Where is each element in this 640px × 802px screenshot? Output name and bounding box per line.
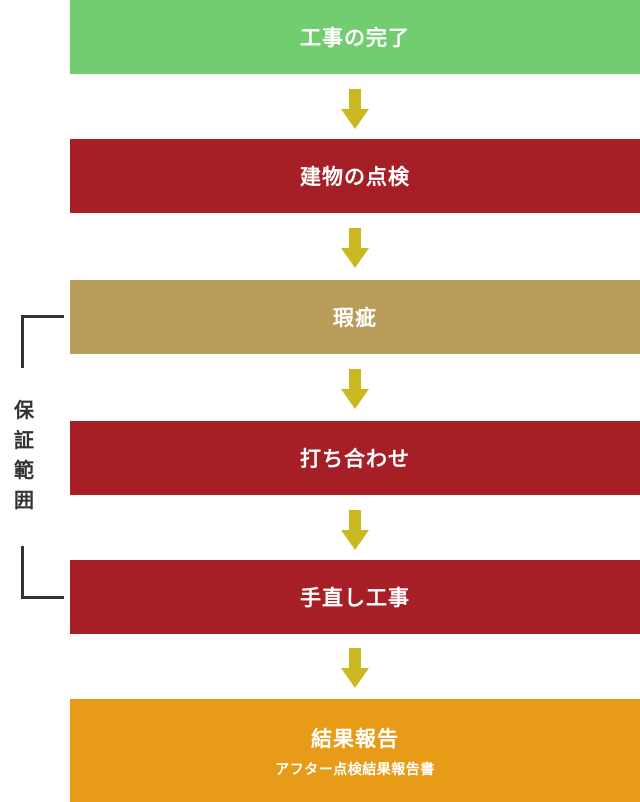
- step-meeting: 打ち合わせ: [70, 421, 640, 495]
- scope-char: 証: [14, 428, 34, 452]
- step-defect: 瑕疵: [70, 280, 640, 354]
- down-arrow-icon: [341, 369, 369, 409]
- warranty-scope-label: 保 証 範 囲: [7, 395, 41, 515]
- step-building-inspection: 建物の点検: [70, 139, 640, 213]
- step-sublabel: アフター点検結果報告書: [275, 761, 435, 778]
- step-label: 結果報告: [311, 726, 399, 751]
- step-repair-work: 手直し工事: [70, 560, 640, 634]
- step-label: 瑕疵: [333, 306, 377, 330]
- step-result-report: 結果報告 アフター点検結果報告書: [70, 699, 640, 802]
- step-label: 打ち合わせ: [300, 447, 410, 471]
- step-label: 工事の完了: [300, 26, 410, 50]
- step-label: 手直し工事: [300, 586, 410, 610]
- down-arrow-icon: [341, 510, 369, 550]
- scope-char: 範: [14, 458, 34, 482]
- scope-char: 保: [14, 398, 34, 422]
- scope-bracket-top: [21, 315, 64, 368]
- scope-char: 囲: [14, 488, 34, 512]
- step-label: 建物の点検: [300, 165, 410, 189]
- down-arrow-icon: [341, 648, 369, 688]
- down-arrow-icon: [341, 89, 369, 129]
- down-arrow-icon: [341, 228, 369, 268]
- step-construction-complete: 工事の完了: [70, 0, 640, 74]
- scope-bracket-bottom: [21, 546, 64, 599]
